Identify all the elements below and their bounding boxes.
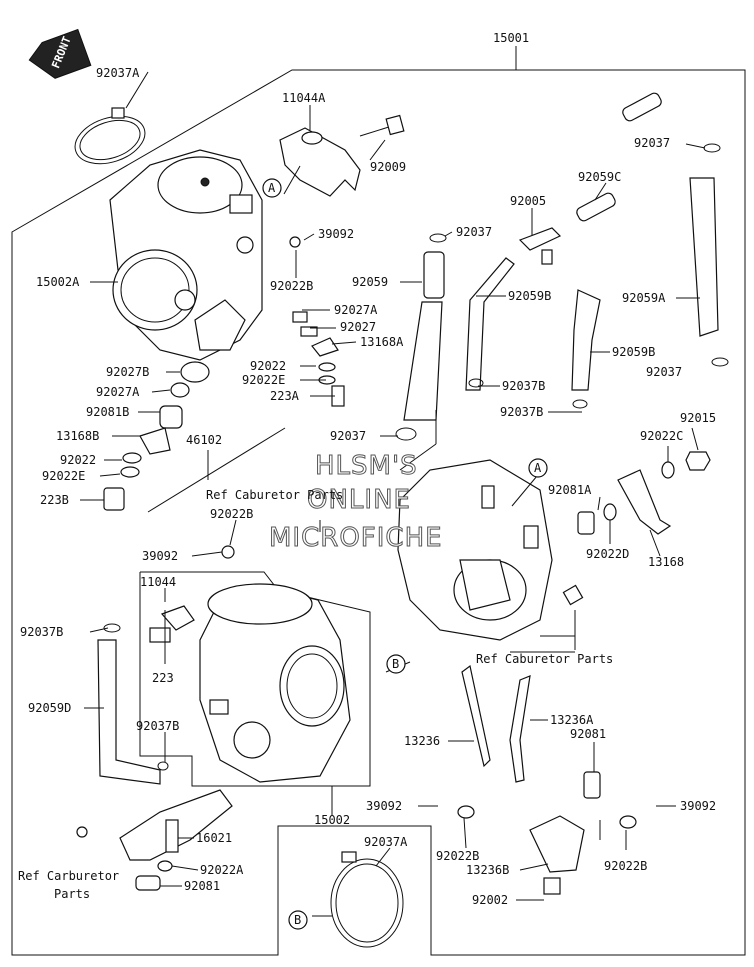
label-13236a: 13236A <box>550 713 594 727</box>
clamp-92037a-bottom-icon <box>330 851 404 948</box>
label-92037-low: 92037 <box>330 429 366 443</box>
svg-text:B: B <box>392 657 399 671</box>
label-13168: 13168 <box>648 555 684 569</box>
clips-icon <box>103 143 729 771</box>
label-92022c: 92022C <box>640 429 683 443</box>
clamp-92037a-icon <box>74 107 146 165</box>
label-92081-right: 92081 <box>570 727 606 741</box>
ref-carburetor-parts-left-line2: Parts <box>54 887 90 901</box>
hose-92059a-icon <box>689 177 719 337</box>
ref-caburetor-parts-center: Ref Caburetor Parts <box>206 488 343 502</box>
joint-92005-icon <box>518 227 562 265</box>
label-92037a-top: 92037A <box>96 66 140 80</box>
label-13236: 13236 <box>404 734 440 748</box>
callout-a-right: A <box>528 458 548 478</box>
label-92037b-4: 92037B <box>136 719 179 733</box>
watermark-line2: ONLINE <box>307 485 411 515</box>
label-92027a-2: 92027A <box>96 385 140 399</box>
label-92009: 92009 <box>370 160 406 174</box>
label-92022e-2: 92022E <box>42 469 85 483</box>
right-small-parts-icon <box>577 451 711 535</box>
svg-text:A: A <box>268 181 276 195</box>
svg-text:B: B <box>294 913 301 927</box>
ref-carburetor-parts-left-line1: Ref Carburetor <box>18 869 119 883</box>
label-15001: 15001 <box>493 31 529 45</box>
label-11044: 11044 <box>140 575 176 589</box>
callout-b-carb: B <box>386 654 406 674</box>
label-13168b: 13168B <box>56 429 99 443</box>
label-13236b: 13236B <box>466 863 509 877</box>
label-92022b-right: 92022B <box>604 859 647 873</box>
label-15002: 15002 <box>314 813 350 827</box>
label-92022b-low: 92022B <box>436 849 479 863</box>
label-11044a: 11044A <box>282 91 326 105</box>
label-92005: 92005 <box>510 194 546 208</box>
screw-92009-icon <box>359 114 405 137</box>
watermark-line1: HLSM'S <box>315 451 418 481</box>
bracket-11044a-icon <box>279 127 361 197</box>
label-39092-mid: 39092 <box>142 549 178 563</box>
label-92037-right: 92037 <box>646 365 682 379</box>
lever-13236-icon <box>457 664 637 895</box>
small-parts-stack-icon <box>103 236 345 513</box>
label-92059a: 92059A <box>622 291 666 305</box>
label-92037b-3: 92037B <box>20 625 63 639</box>
label-92037-top: 92037 <box>634 136 670 150</box>
part-labels: 15001 92037A 11044A 92009 92037 92059C 9… <box>20 31 716 907</box>
label-92022-1: 92022 <box>250 359 286 373</box>
throttle-body-icon <box>109 149 263 361</box>
label-46102: 46102 <box>186 433 222 447</box>
label-16021: 16021 <box>196 831 232 845</box>
label-92022b-mid: 92022B <box>210 507 253 521</box>
hose-92059c-icon <box>576 92 662 222</box>
label-92037b-2: 92037B <box>500 405 543 419</box>
label-92027: 92027 <box>340 320 376 334</box>
carburetor-15002-frame <box>139 571 371 816</box>
bottom-left-parts-icon <box>76 639 233 891</box>
watermark-line3: MICROFICHE <box>269 523 443 553</box>
label-92059b-2: 92059B <box>612 345 655 359</box>
label-92027a-1: 92027A <box>334 303 378 317</box>
carburetor-icon <box>149 545 351 783</box>
callout-a-top: A <box>262 178 282 198</box>
label-92037a-bottom: 92037A <box>364 835 408 849</box>
label-92002: 92002 <box>472 893 508 907</box>
label-92022a: 92022A <box>200 863 244 877</box>
callout-b-bottom: B <box>288 910 308 930</box>
watermark: HLSM'S ONLINE MICROFICHE <box>269 451 443 554</box>
label-92022-2: 92022 <box>60 453 96 467</box>
label-92037b-1: 92037B <box>502 379 545 393</box>
label-223b: 223B <box>40 493 69 507</box>
front-arrow-icon: FRONT <box>28 28 92 79</box>
label-92027b: 92027B <box>106 365 149 379</box>
main-frame <box>11 46 746 956</box>
svg-text:A: A <box>534 461 542 475</box>
label-92059b-1: 92059B <box>508 289 551 303</box>
label-223: 223 <box>152 671 174 685</box>
label-92059: 92059 <box>352 275 388 289</box>
hose-92059b-icon <box>465 257 601 391</box>
label-92059d: 92059D <box>28 701 71 715</box>
label-13168a: 13168A <box>360 335 404 349</box>
label-223a: 223A <box>270 389 300 403</box>
label-92081-low: 92081 <box>184 879 220 893</box>
ref-caburetor-parts-right: Ref Caburetor Parts <box>476 652 613 666</box>
label-92059c: 92059C <box>578 170 621 184</box>
label-92022b-top: 92022B <box>270 279 313 293</box>
label-92037-mid: 92037 <box>456 225 492 239</box>
label-15002a: 15002A <box>36 275 80 289</box>
carburetor-ref-body-icon <box>397 459 584 641</box>
label-92015: 92015 <box>680 411 716 425</box>
label-92022d: 92022D <box>586 547 629 561</box>
label-39092-right: 39092 <box>680 799 716 813</box>
label-92081b: 92081B <box>86 405 129 419</box>
label-92022e-1: 92022E <box>242 373 285 387</box>
label-39092-low: 39092 <box>366 799 402 813</box>
label-39092-top: 39092 <box>318 227 354 241</box>
hose-92059-icon <box>403 251 445 421</box>
label-92081a: 92081A <box>548 483 592 497</box>
